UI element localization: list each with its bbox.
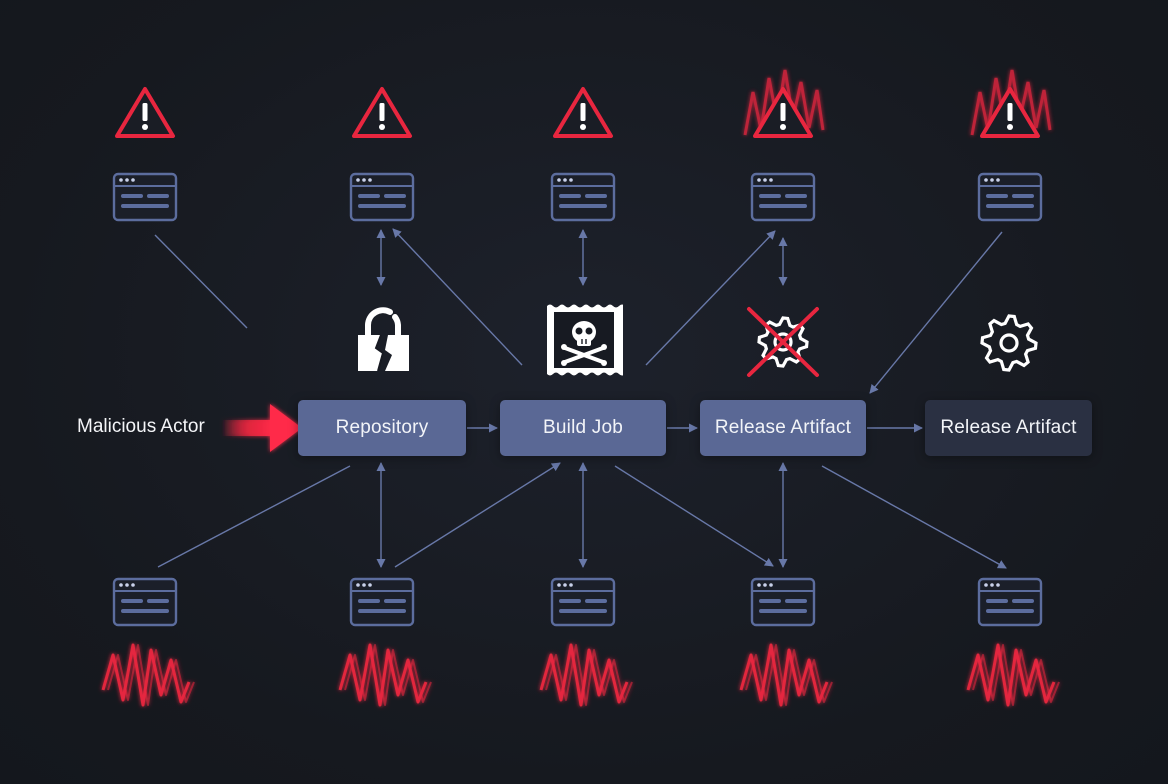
connector-col5-diagonal-top (869, 231, 1003, 394)
warning-icon (743, 69, 825, 138)
red-anomaly-waveform-icon (739, 643, 833, 707)
connector-col2-diagonal-top (392, 228, 523, 366)
skull-crossbones-stamp-icon (547, 304, 623, 376)
browser-window-icon (349, 577, 415, 627)
browser-window-icon (550, 577, 616, 627)
connector-col3-diagonal-bottom (614, 465, 774, 567)
browser-window-icon (750, 172, 816, 222)
red-anomaly-waveform-icon (338, 643, 432, 707)
glitch-waveform (970, 69, 1052, 136)
warning-icon (352, 87, 412, 138)
malicious-actor-label: Malicious Actor (77, 416, 205, 437)
release-artifact-final-node-label: Release Artifact (940, 417, 1077, 438)
build-job-node-label: Build Job (543, 417, 623, 438)
release-artifact-node-label: Release Artifact (714, 417, 852, 438)
warning-icon (115, 87, 175, 138)
crossed-out-gear-icon (747, 307, 819, 377)
build-job-node[interactable]: Build Job (500, 400, 666, 456)
connector-col5-diagonal-bottom (821, 465, 1007, 569)
browser-window-icon (977, 577, 1043, 627)
glitch-waveform (743, 69, 825, 136)
browser-window-icon (550, 172, 616, 222)
connector-col1-top (154, 234, 248, 329)
red-anomaly-waveform-icon (101, 643, 195, 707)
release-artifact-final-node[interactable]: Release Artifact (925, 400, 1092, 456)
broken-lock-icon (358, 307, 409, 372)
gear-icon (980, 314, 1038, 372)
release-artifact-node[interactable]: Release Artifact (700, 400, 866, 456)
red-anomaly-waveform-icon (966, 643, 1060, 707)
repository-node[interactable]: Repository (298, 400, 466, 456)
connector-col4-diagonal-top (645, 230, 776, 366)
browser-window-icon (349, 172, 415, 222)
browser-window-icon (977, 172, 1043, 222)
connector-col2-diagonal-bottom (394, 462, 561, 568)
warning-icon (970, 69, 1052, 138)
connector-col1-bottom (157, 465, 351, 568)
browser-window-icon (750, 577, 816, 627)
warning-icon (553, 87, 613, 138)
attack-arrow (222, 404, 302, 452)
browser-window-icon (112, 577, 178, 627)
browser-window-icon (112, 172, 178, 222)
red-anomaly-waveform-icon (539, 643, 633, 707)
repository-node-label: Repository (335, 417, 429, 438)
